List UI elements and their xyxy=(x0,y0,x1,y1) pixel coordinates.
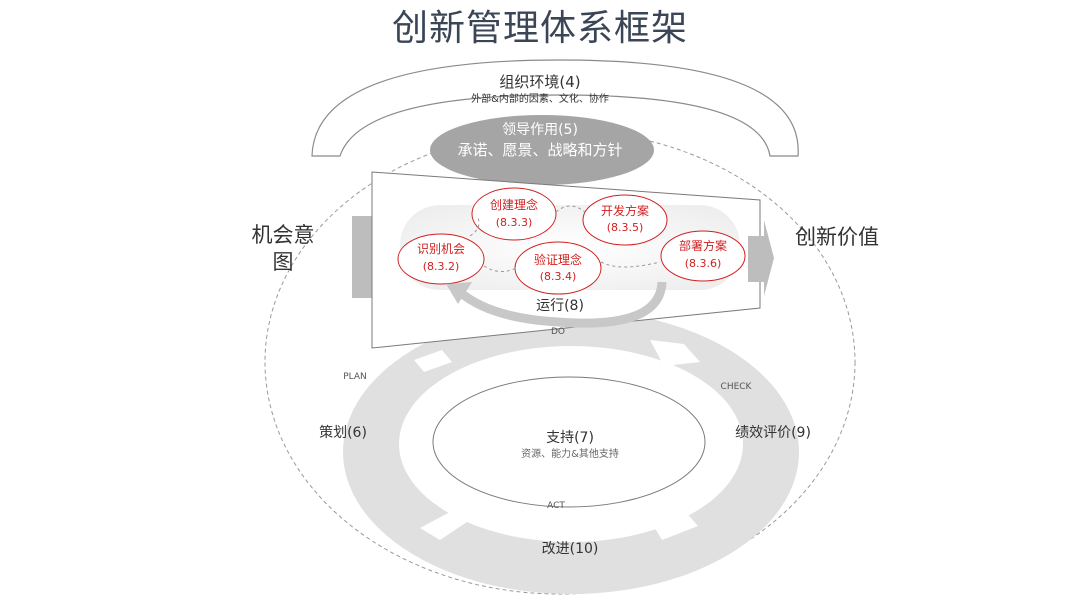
input-label: 机会意图 xyxy=(251,223,315,275)
cloud-create-idea xyxy=(471,187,557,241)
leadership-label: 领导作用(5) xyxy=(502,122,578,138)
output-arrow xyxy=(748,220,774,296)
cloud-develop-solution xyxy=(582,194,668,246)
process-code: (8.3.4) xyxy=(539,270,577,283)
process-label: 开发方案 xyxy=(600,204,649,218)
ring-arrow-top-left xyxy=(414,350,452,372)
process-label: 创建理念 xyxy=(489,198,538,212)
process-label: 验证理念 xyxy=(533,253,582,267)
environment-sub: 外部&内部的因素、文化、协作 xyxy=(471,94,609,105)
output-label: 创新价值 xyxy=(795,225,879,249)
outer-boundary xyxy=(264,129,856,595)
cloud-identify-opportunity xyxy=(397,233,485,285)
planning-label: 策划(6) xyxy=(319,425,367,441)
pdca-plan-label: PLAN xyxy=(343,372,367,382)
flow-line-4 xyxy=(483,265,517,272)
evaluation-label: 绩效评价(9) xyxy=(735,425,811,441)
ring-arrow-top-right xyxy=(650,340,700,366)
process-code: (8.3.5) xyxy=(606,221,644,234)
process-code: (8.3.2) xyxy=(422,260,460,273)
improvement-label: 改进(10) xyxy=(541,541,599,557)
pdca-check-label: CHECK xyxy=(720,382,752,392)
support-label: 支持(7) xyxy=(546,430,594,446)
support-ellipse xyxy=(432,376,706,508)
ring-arrow-bottom-left xyxy=(420,512,470,540)
process-code: (8.3.3) xyxy=(495,216,533,229)
ring-arrow-bottom-right xyxy=(650,510,698,540)
support-sub: 资源、能力&其他支持 xyxy=(521,449,619,460)
process-label: 识别机会 xyxy=(416,242,465,256)
recycle-arrowhead xyxy=(446,282,472,304)
environment-arch xyxy=(311,59,799,157)
flow-line-3 xyxy=(600,261,661,268)
flow-line-2 xyxy=(555,205,586,213)
process-code: (8.3.6) xyxy=(684,257,722,270)
pdca-do-label: DO xyxy=(550,327,565,337)
operation-label: 运行(8) xyxy=(536,298,584,314)
cloud-deploy-solution xyxy=(660,230,746,282)
page-title: 创新管理体系框架 xyxy=(391,8,688,49)
leadership-ellipse xyxy=(430,115,654,185)
leadership-sub: 承诺、愿景、战略和方针 xyxy=(457,141,623,159)
process-label: 部署方案 xyxy=(678,239,727,253)
recycle-arrow xyxy=(457,281,667,328)
environment-label: 组织环境(4) xyxy=(499,73,581,91)
cloud-validate-idea xyxy=(514,241,602,295)
pdca-act-label: ACT xyxy=(547,501,565,511)
flow-line-1 xyxy=(469,217,480,237)
